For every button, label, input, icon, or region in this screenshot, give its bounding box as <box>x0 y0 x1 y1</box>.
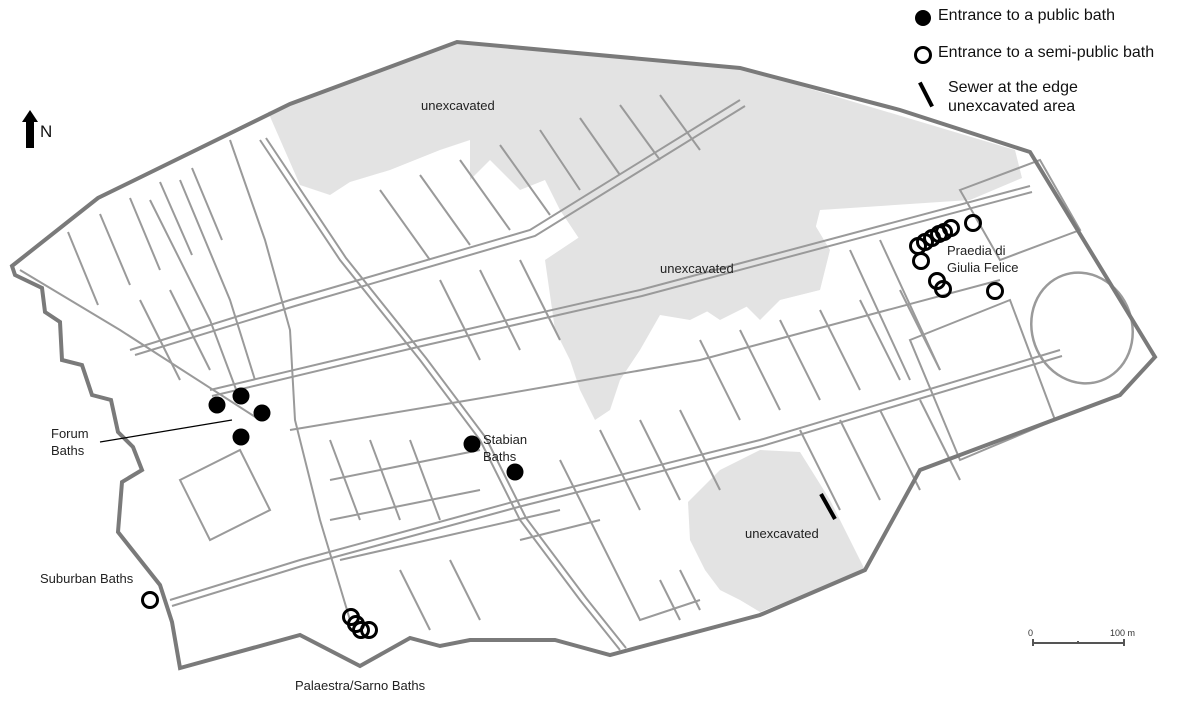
forum-baths-label-line2: Baths <box>51 443 85 458</box>
unexcavated-center <box>545 170 830 420</box>
unexcavated-north <box>268 42 1022 320</box>
praedia-label-line2: Giulia Felice <box>947 260 1019 275</box>
legend-label: Entrance to a semi-public bath <box>938 44 1155 61</box>
stabian-baths-label-line2: Baths <box>483 449 517 464</box>
praedia-giulia-felice <box>909 214 1004 300</box>
semi-public-bath-entrance-marker[interactable] <box>360 621 378 639</box>
unexcavated-regions <box>268 42 1022 612</box>
legend-item-public-bath: Entrance to a public bath <box>910 4 1200 41</box>
legend: Entrance to a public bath Entrance to a … <box>910 4 1200 115</box>
semi-public-bath-entrance-marker[interactable] <box>352 621 370 639</box>
public-bath-entrance-marker[interactable] <box>506 463 524 481</box>
praedia-label-line1: Praedia di <box>947 243 1006 258</box>
legend-item-sewer: Sewer at the edge unexcavated area <box>910 78 1200 115</box>
scale-bar: 0 100 m <box>1028 628 1140 652</box>
public-bath-entrance-marker[interactable] <box>253 404 271 422</box>
forum-baths-leader-line <box>99 419 233 443</box>
semi-public-bath-entrance-marker[interactable] <box>912 252 930 270</box>
legend-label: Sewer at the edge unexcavated area <box>948 79 1078 115</box>
arrow-shaft <box>26 120 34 148</box>
public-bath-entrance-marker[interactable] <box>463 435 481 453</box>
scale-end-label: 100 m <box>1110 628 1136 638</box>
scale-tick <box>1032 639 1034 646</box>
north-label: N <box>40 122 53 141</box>
semi-public-bath-entrance-marker[interactable] <box>934 280 952 298</box>
public-bath-entrance-marker[interactable] <box>232 428 250 446</box>
scale-tick <box>1077 641 1079 644</box>
forum-baths: Forum Baths <box>51 387 271 458</box>
semi-public-bath-entrance-marker[interactable] <box>141 591 159 609</box>
filled-circle-icon <box>915 10 931 26</box>
legend-label: Entrance to a public bath <box>938 7 1116 24</box>
unexcavated-south <box>688 450 865 612</box>
legend-item-semi-public-bath: Entrance to a semi-public bath <box>910 41 1200 78</box>
stabian-baths: Stabian Baths <box>463 432 527 481</box>
label-unexcavated-north: unexcavated <box>421 98 495 113</box>
palaestra-sarno-baths-label: Palaestra/Sarno Baths <box>295 678 426 693</box>
public-bath-entrance-marker[interactable] <box>232 387 250 405</box>
stabian-baths-label-line1: Stabian <box>483 432 527 447</box>
arrow-up-icon <box>22 110 38 122</box>
sewer-marker[interactable] <box>819 493 837 520</box>
open-circle-icon <box>914 46 932 64</box>
label-unexcavated-south: unexcavated <box>745 526 819 541</box>
scale-tick <box>1123 639 1125 646</box>
palaestra-sarno-baths <box>342 608 378 639</box>
city-wall <box>9 39 1158 671</box>
sewer-line-icon <box>918 81 934 108</box>
street-grid <box>19 94 1082 651</box>
scale-start-label: 0 <box>1028 628 1034 638</box>
semi-public-bath-entrance-marker[interactable] <box>942 219 960 237</box>
label-unexcavated-center: unexcavated <box>660 261 734 276</box>
public-bath-entrance-marker[interactable] <box>208 396 226 414</box>
semi-public-bath-entrance-marker[interactable] <box>964 214 982 232</box>
suburban-baths-label: Suburban Baths <box>40 571 134 586</box>
semi-public-bath-entrance-marker[interactable] <box>986 282 1004 300</box>
forum-baths-label-line1: Forum <box>51 426 89 441</box>
